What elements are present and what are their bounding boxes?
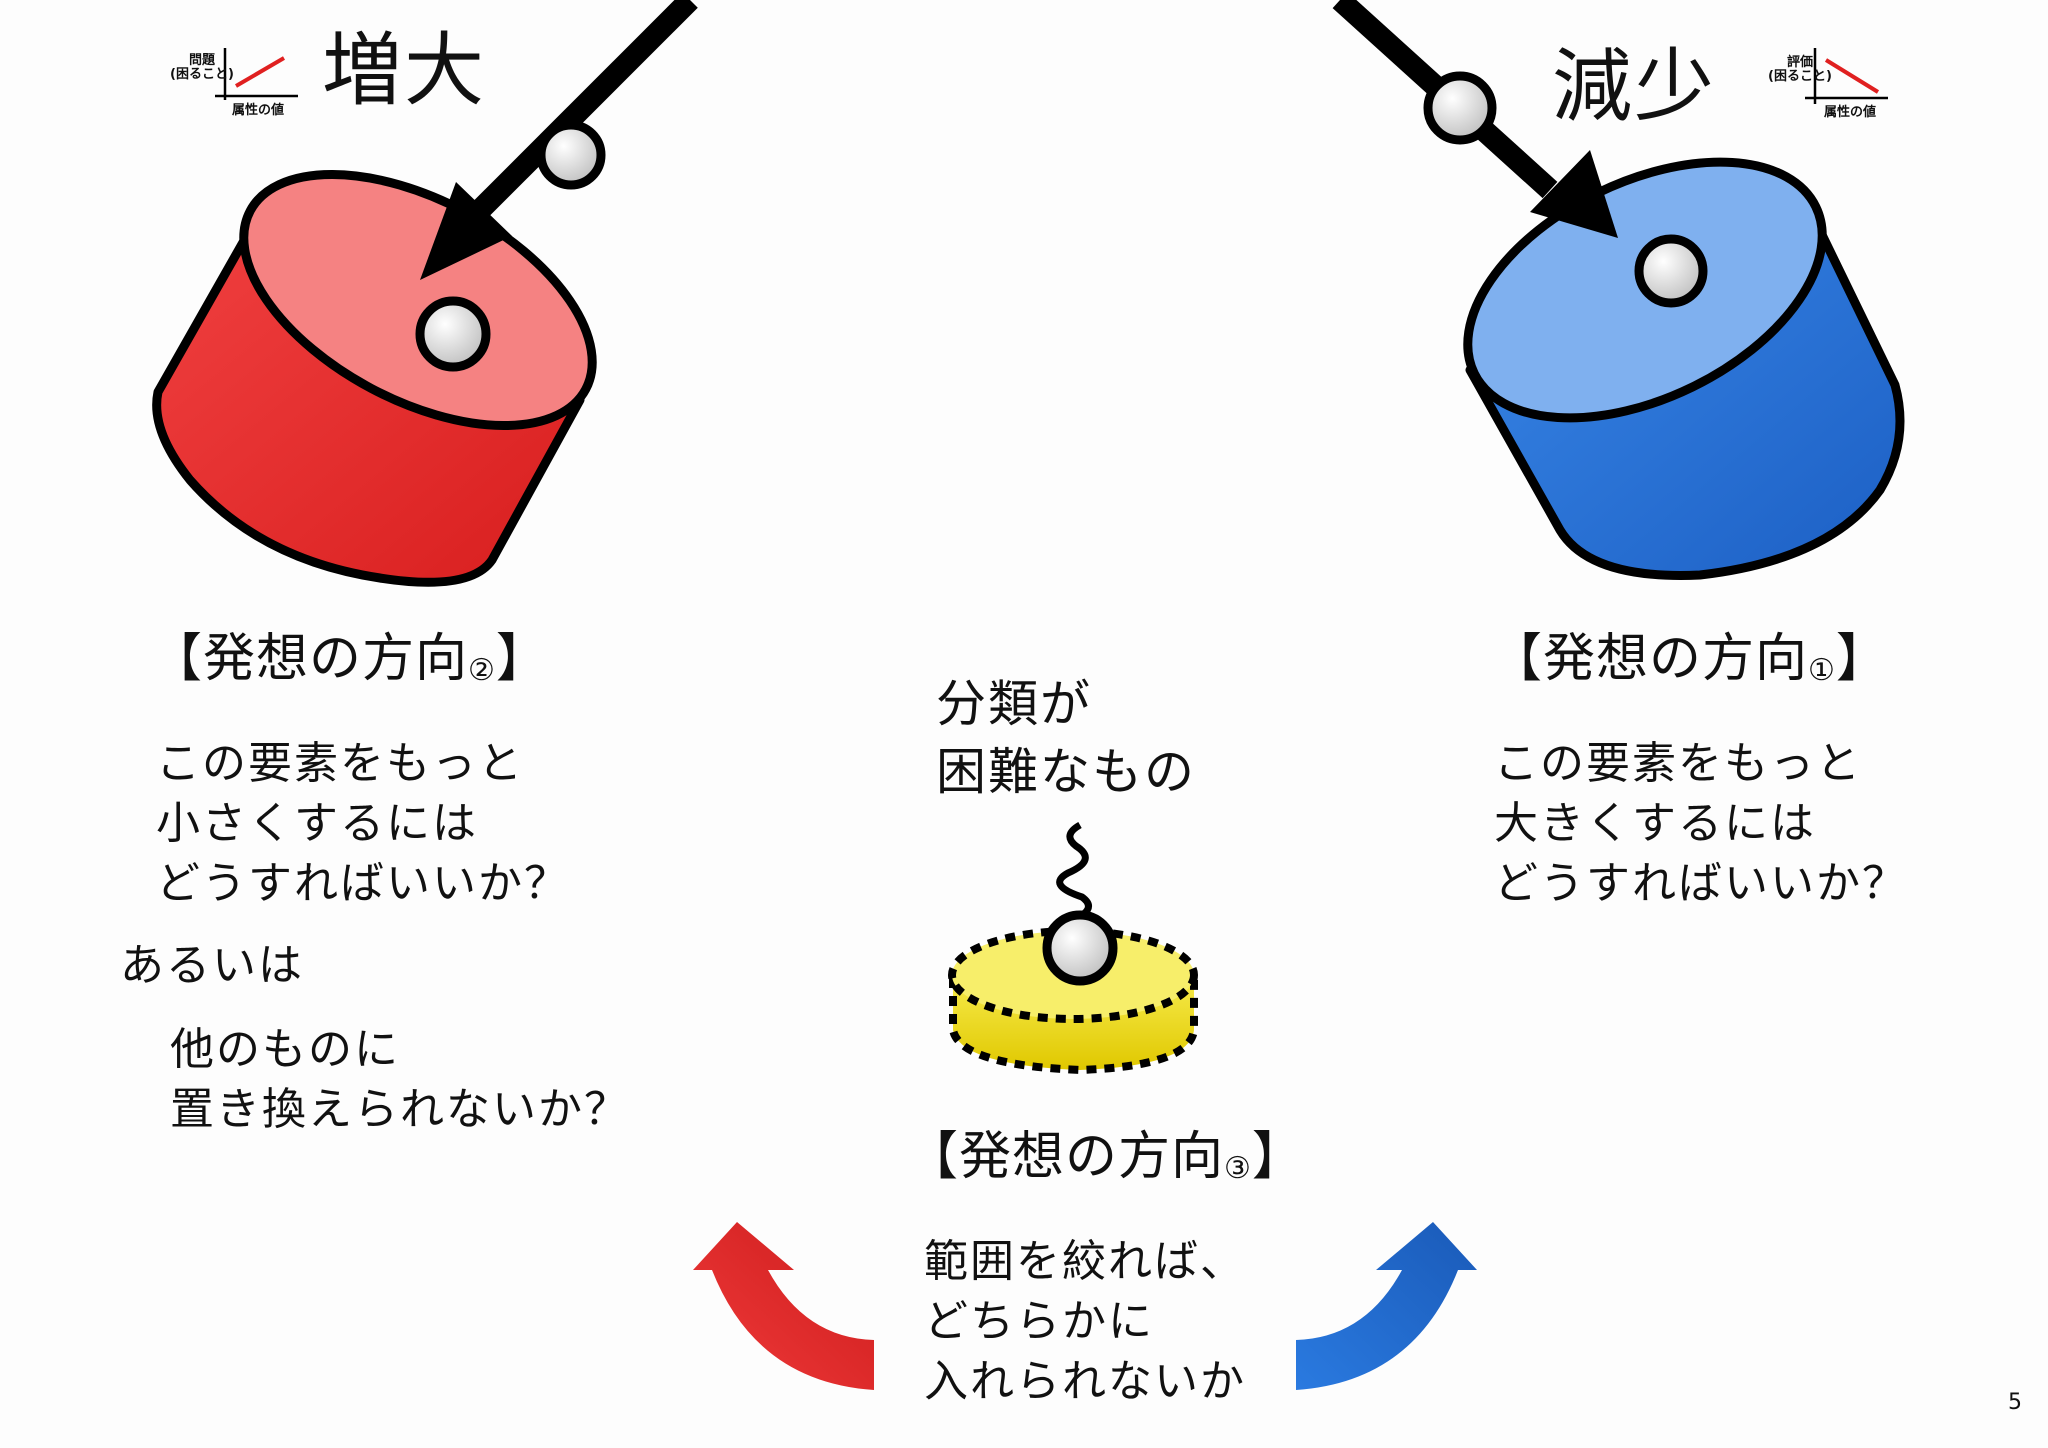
yellow-ball bbox=[1042, 910, 1118, 986]
left-arrow bbox=[420, 0, 698, 280]
right-question: この要素をもっと 大きくするには どうすればいいか？ bbox=[1494, 738, 1908, 909]
center-text: 範囲を絞れば、 どちらかに 入れられないか bbox=[924, 1236, 1246, 1407]
right-title: 減少 bbox=[1552, 40, 1716, 133]
center-label: 分類が 困難なもの bbox=[936, 675, 1196, 801]
left-mini-chart bbox=[215, 48, 298, 100]
red-ball bbox=[415, 296, 491, 372]
right-mini-chart-y-label: 評価 (困ること) bbox=[1768, 55, 1832, 85]
left-question: この要素をもっと 小さくするには どうすればいいか？ bbox=[156, 738, 570, 909]
right-heading-num: ① bbox=[1808, 653, 1836, 688]
right-heading: 【発想の方向①】 bbox=[1490, 628, 1889, 691]
left-heading: 【発想の方向②】 bbox=[150, 628, 549, 691]
left-alternative: 他のものに 置き換えられないか？ bbox=[170, 1024, 630, 1135]
page-number: 5 bbox=[2008, 1390, 2022, 1415]
left-mini-chart-y-label: 問題 (困ること) bbox=[170, 53, 234, 83]
red-cylinder bbox=[152, 169, 597, 587]
left-heading-num: ② bbox=[468, 653, 496, 688]
red-curved-arrow bbox=[693, 1222, 874, 1390]
right-heading-text: 【発想の方向 bbox=[1490, 629, 1809, 689]
center-heading-close: 】 bbox=[1251, 1127, 1305, 1187]
left-mini-chart-x-label: 属性の値 bbox=[232, 103, 285, 118]
blue-curved-arrow bbox=[1296, 1222, 1477, 1390]
center-heading: 【発想の方向③】 bbox=[906, 1126, 1305, 1189]
left-heading-close: 】 bbox=[495, 629, 549, 689]
right-heading-close: 】 bbox=[1835, 629, 1889, 689]
blue-ball bbox=[1634, 234, 1708, 308]
right-mini-chart-x-label: 属性の値 bbox=[1824, 105, 1877, 120]
left-title: 増大 bbox=[322, 24, 486, 117]
right-arrow bbox=[1332, 0, 1618, 238]
blue-cylinder bbox=[1463, 157, 1905, 580]
left-or-text: あるいは bbox=[120, 940, 304, 991]
right-mini-chart bbox=[1805, 48, 1888, 104]
left-heading-text: 【発想の方向 bbox=[150, 629, 469, 689]
center-heading-num: ③ bbox=[1224, 1151, 1252, 1186]
center-heading-text: 【発想の方向 bbox=[906, 1127, 1225, 1187]
